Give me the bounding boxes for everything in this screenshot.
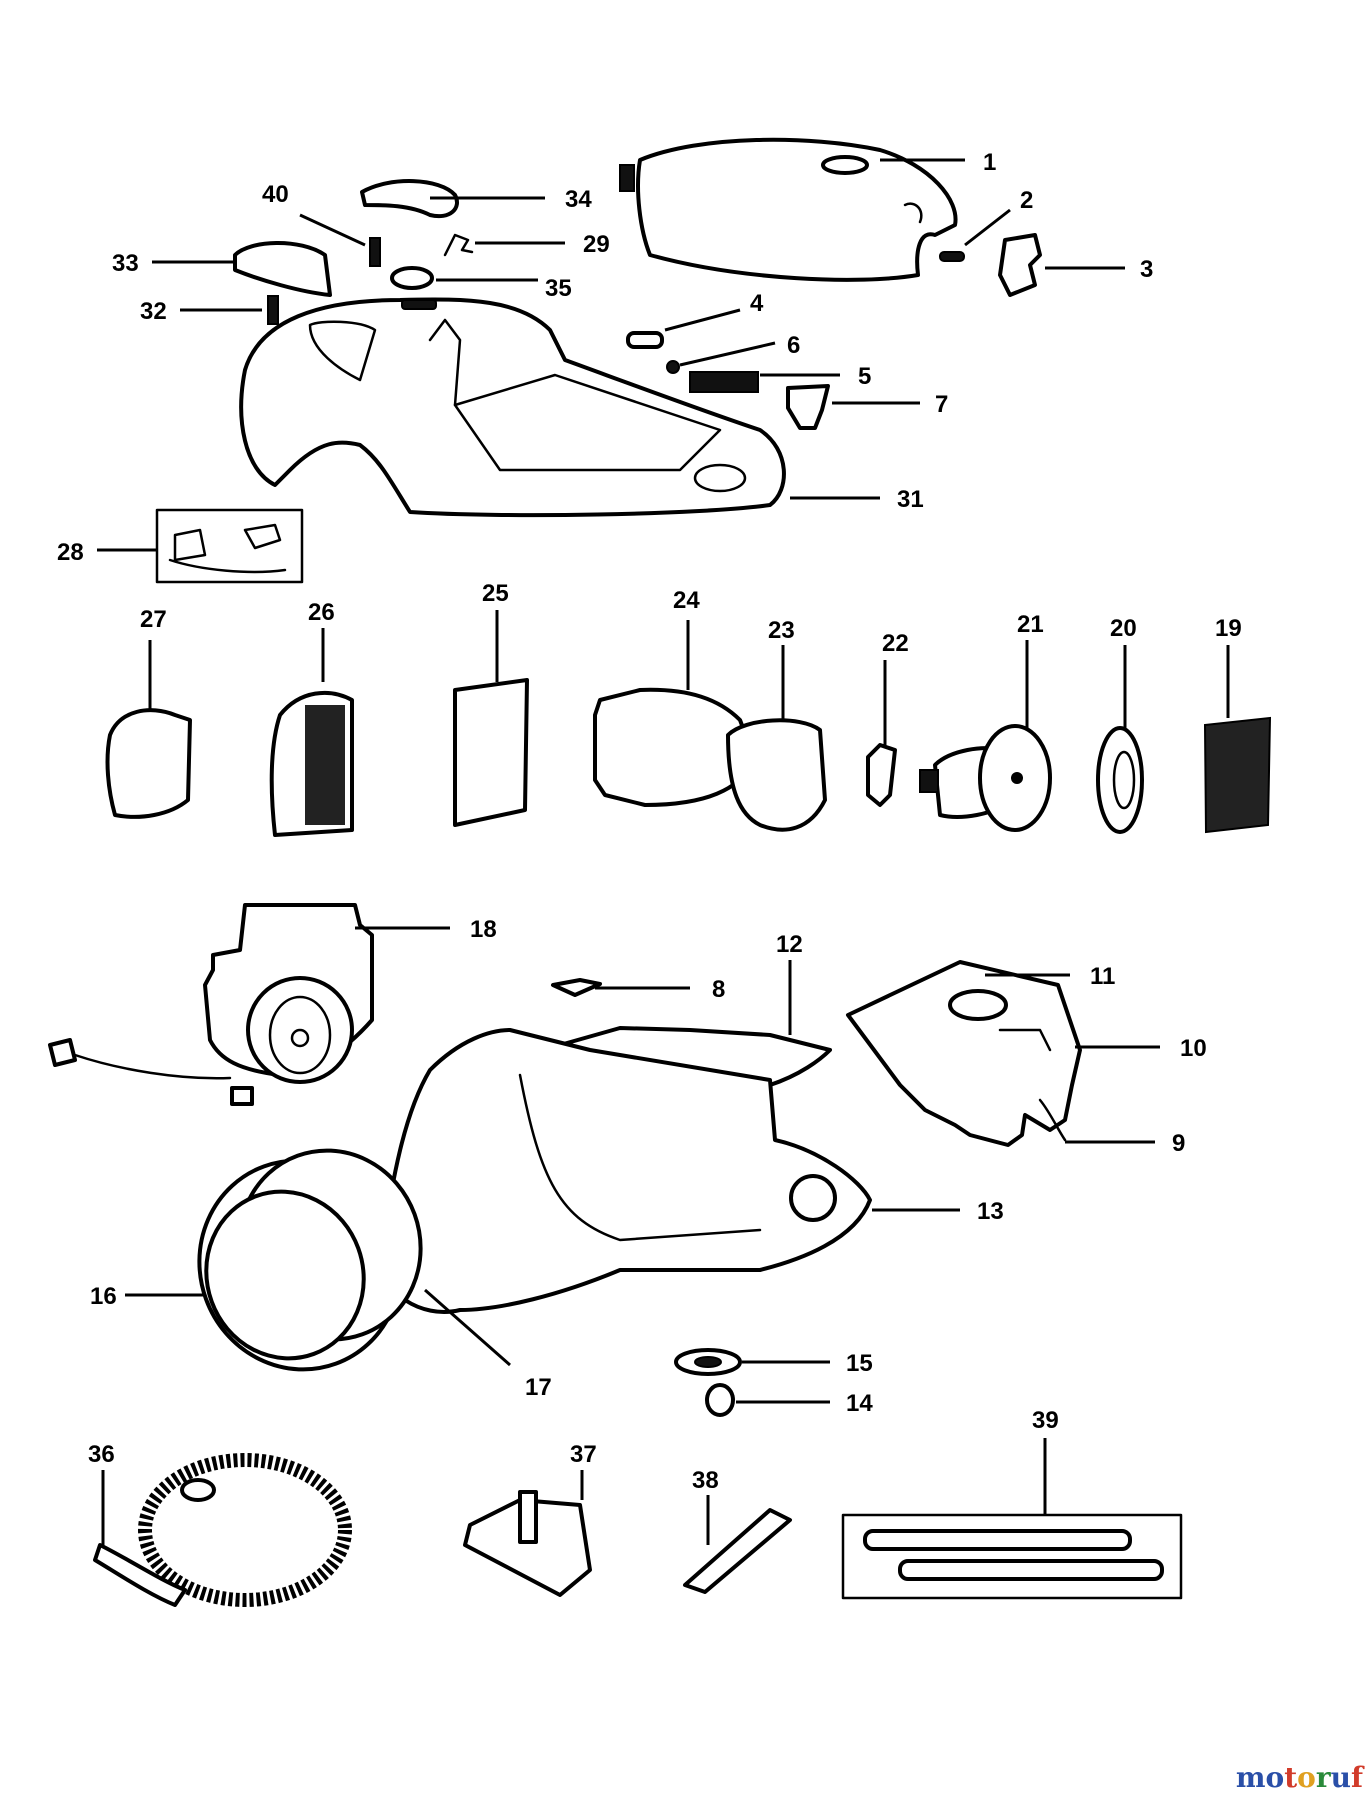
part-37-floor-nozzle (463, 1490, 592, 1597)
part-26-filter-cassette (269, 690, 354, 837)
callout-7: 7 (935, 391, 948, 418)
part-38-crevice-tool (683, 1508, 792, 1594)
leader-2 (964, 208, 1011, 247)
part-18-motor-housing (48, 903, 374, 1106)
watermark-letter: u (1330, 1761, 1351, 1794)
callout-16: 16 (90, 1283, 117, 1310)
part-27-filter-frame (105, 708, 192, 819)
part-35-cap (390, 266, 434, 290)
callout-31: 31 (897, 486, 924, 513)
callout-1: 1 (983, 149, 996, 176)
callout-11: 11 (1090, 963, 1115, 990)
leader-17 (424, 1288, 511, 1367)
callout-39: 39 (1032, 1407, 1059, 1434)
callout-37: 37 (570, 1441, 597, 1468)
callout-20: 20 (1110, 615, 1137, 642)
callout-29: 29 (583, 231, 610, 258)
part-13-base (378, 1028, 872, 1314)
part-20-ring (1096, 726, 1144, 834)
callout-36: 36 (88, 1441, 115, 1468)
part-4-pin (626, 331, 664, 349)
part-31-upper-housing (239, 297, 786, 518)
callout-15: 15 (846, 1350, 873, 1377)
part-22-clip (866, 743, 897, 807)
callout-13: 13 (977, 1198, 1004, 1225)
callout-10: 10 (1180, 1035, 1207, 1062)
part-15-wheel-ring (674, 1348, 742, 1376)
callout-12: 12 (776, 931, 803, 958)
callout-5: 5 (858, 363, 871, 390)
callout-38: 38 (692, 1467, 719, 1494)
callout-6: 6 (787, 332, 800, 359)
part-40-spring (369, 237, 381, 267)
leader-40 (299, 213, 366, 247)
part-10-rear-cover (846, 960, 1082, 1147)
part-2-spring (939, 251, 965, 262)
part-7-button (786, 384, 830, 430)
callout-21: 21 (1017, 611, 1044, 638)
callout-24: 24 (673, 587, 700, 614)
callout-17: 17 (525, 1374, 552, 1401)
callout-18: 18 (470, 916, 497, 943)
callout-4: 4 (750, 290, 764, 317)
watermark-letter: o (1265, 1761, 1285, 1794)
callout-8: 8 (712, 976, 725, 1003)
part-8-clip (551, 978, 602, 997)
part-21-motor-fan (919, 724, 1052, 832)
part-19-grille (1203, 716, 1272, 834)
callout-9: 9 (1172, 1130, 1185, 1157)
part-5-spring (689, 371, 759, 393)
watermark-letter: m (1235, 1761, 1266, 1794)
callout-3: 3 (1140, 256, 1153, 283)
part-14-wheel (705, 1383, 735, 1417)
callout-22: 22 (882, 630, 909, 657)
callout-27: 27 (140, 606, 167, 633)
leader-4 (664, 308, 741, 332)
leader-6 (679, 341, 776, 367)
part-3-latch (998, 233, 1042, 297)
part-39-wand-box (841, 1513, 1183, 1600)
part-25-paper-filter (453, 678, 529, 827)
callout-40: 40 (262, 181, 289, 208)
callout-35: 35 (545, 275, 572, 302)
part-1-lid (619, 137, 958, 282)
watermark-letter: r (1315, 1761, 1331, 1794)
watermark-letter: f (1350, 1761, 1363, 1794)
callout-28: 28 (57, 539, 84, 566)
callout-25: 25 (482, 580, 509, 607)
callout-23: 23 (768, 617, 795, 644)
watermark-letter: t (1284, 1761, 1298, 1794)
part-23-collar (726, 718, 827, 832)
part-29-clip (443, 233, 474, 257)
callout-2: 2 (1020, 187, 1033, 214)
callout-26: 26 (308, 599, 335, 626)
part-6-washer (666, 360, 680, 374)
part-28-switch-box (155, 508, 304, 584)
watermark-letter: o (1297, 1761, 1316, 1794)
callout-14: 14 (846, 1390, 873, 1417)
part-36-hose (93, 1453, 352, 1607)
part-32-spring (267, 295, 279, 325)
callout-34: 34 (565, 186, 592, 213)
callout-19: 19 (1215, 615, 1242, 642)
callout-32: 32 (140, 298, 167, 325)
part-16-gasket (197, 1148, 423, 1372)
watermark-logo: motoruf (1236, 1761, 1363, 1794)
part-33-cover (233, 241, 332, 297)
callout-33: 33 (112, 250, 139, 277)
part-34-handle (360, 179, 459, 219)
